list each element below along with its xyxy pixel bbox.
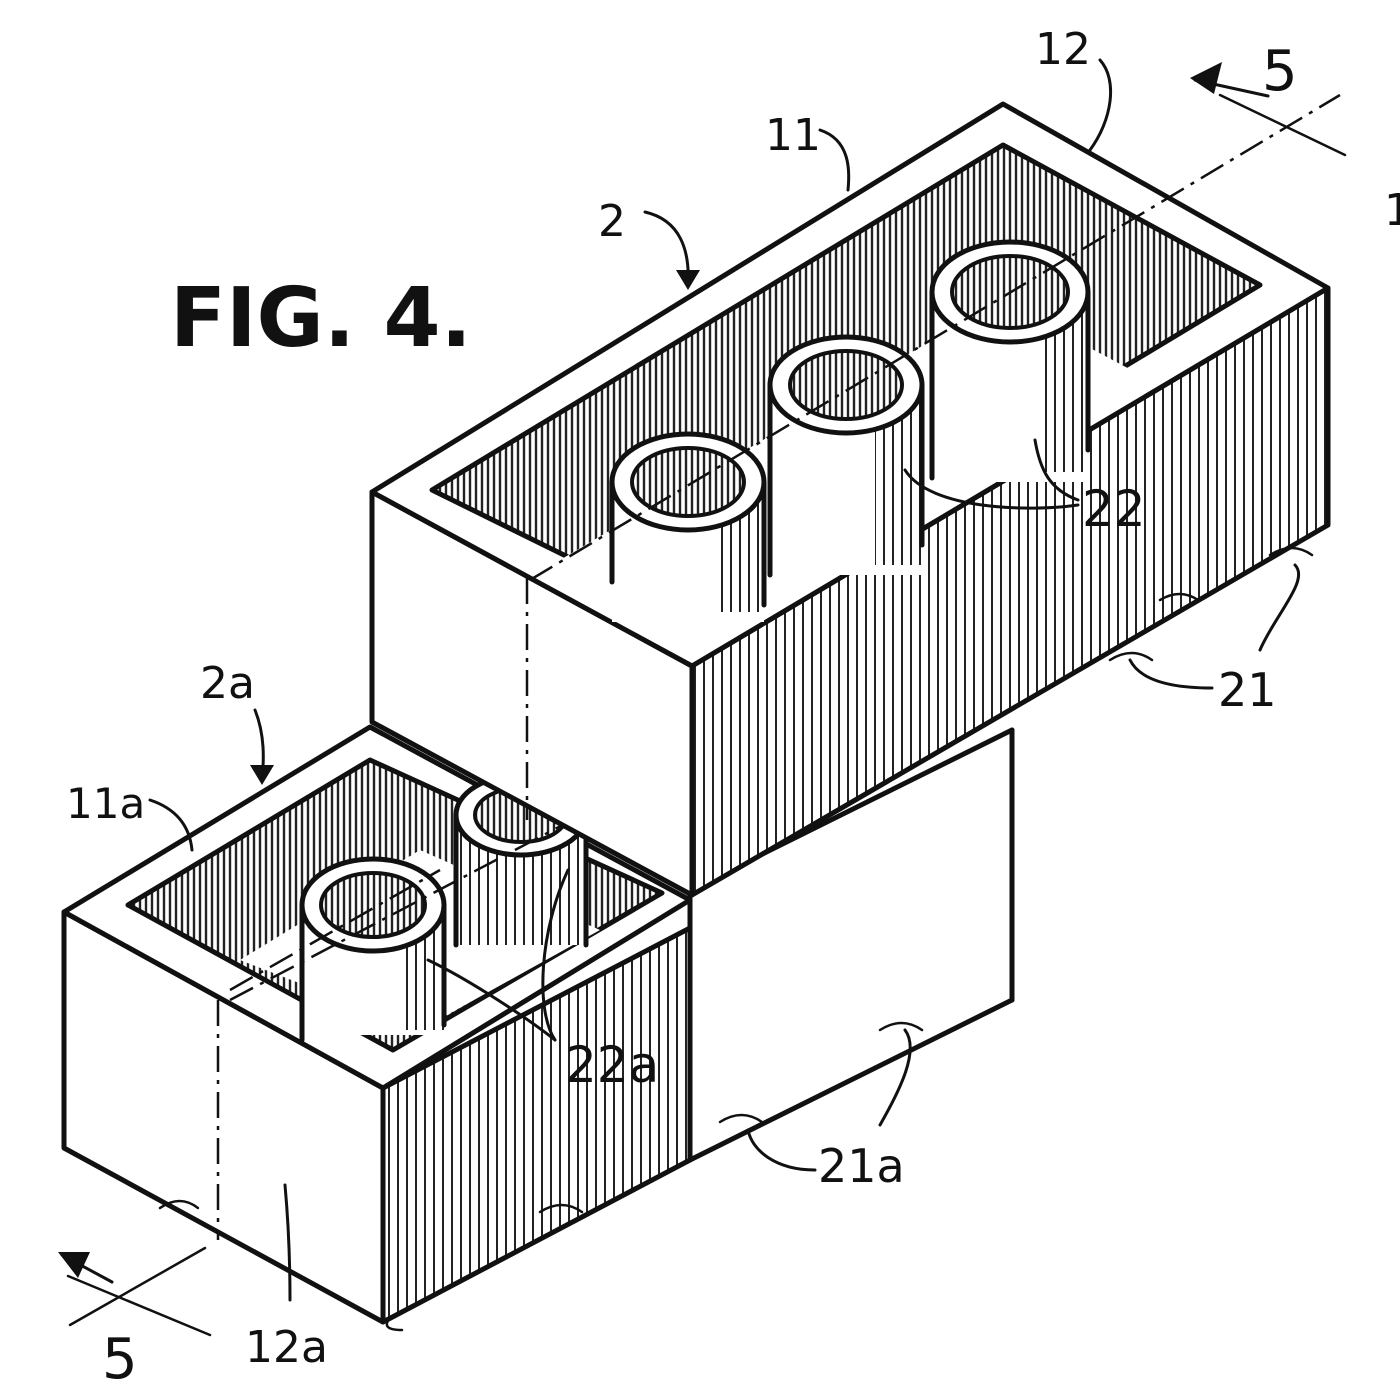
- label-brick-lower: 2a: [200, 658, 255, 709]
- label-section-top: 5: [1262, 39, 1298, 104]
- label-end-wall-upper: 12: [1035, 24, 1091, 75]
- label-edge-fragment: 1: [1384, 185, 1400, 236]
- upper-tube-middle: [767, 334, 925, 578]
- lower-tube-front: [299, 856, 447, 1043]
- label-tubes-lower: 22a: [565, 1036, 659, 1094]
- label-section-bottom: 5: [102, 1327, 138, 1392]
- section-line: [58, 62, 1347, 1337]
- label-wall-upper: 11: [765, 110, 821, 161]
- label-studs-upper: 21: [1218, 663, 1277, 717]
- lower-brick-side-face: [380, 925, 693, 1325]
- figure-title: FIG. 4.: [170, 271, 472, 366]
- upper-tube-rear: [929, 239, 1091, 482]
- label-end-wall-lower: 12a: [245, 1322, 328, 1373]
- label-studs-lower: 21a: [818, 1139, 905, 1193]
- label-tubes-upper: 22: [1082, 480, 1146, 538]
- leader-lines: [148, 58, 1301, 1302]
- label-brick-upper: 2: [598, 196, 626, 247]
- upper-tube-front: [609, 431, 767, 622]
- label-wall-lower: 11a: [66, 779, 145, 828]
- upper-brick: [369, 93, 1341, 898]
